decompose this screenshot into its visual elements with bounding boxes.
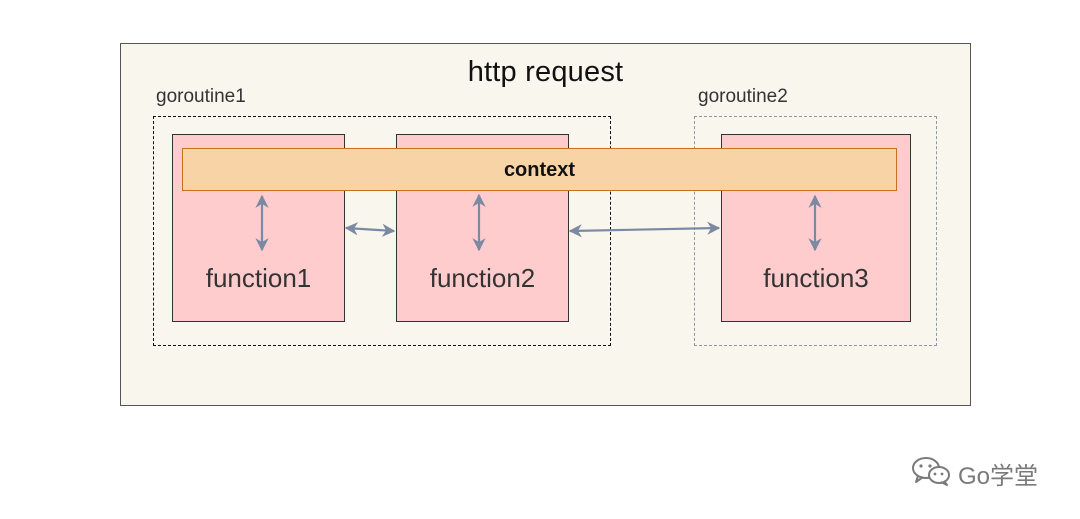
function1-function2-arrow [344,222,396,237]
function3-label: function3 [763,263,869,293]
goroutine2-label: goroutine2 [698,86,788,107]
watermark-text: Go学堂 [958,462,1039,490]
function2-label: function2 [429,263,536,293]
function1-label: function1 [205,263,312,293]
function2-function3-arrow [568,221,721,238]
wechat-icon [910,456,952,491]
diagram-title: http request [467,56,624,88]
goroutine1-label: goroutine1 [156,86,246,107]
context-label: context [503,159,576,181]
context-bar [182,148,897,191]
watermark: Go学堂 [910,456,1038,490]
